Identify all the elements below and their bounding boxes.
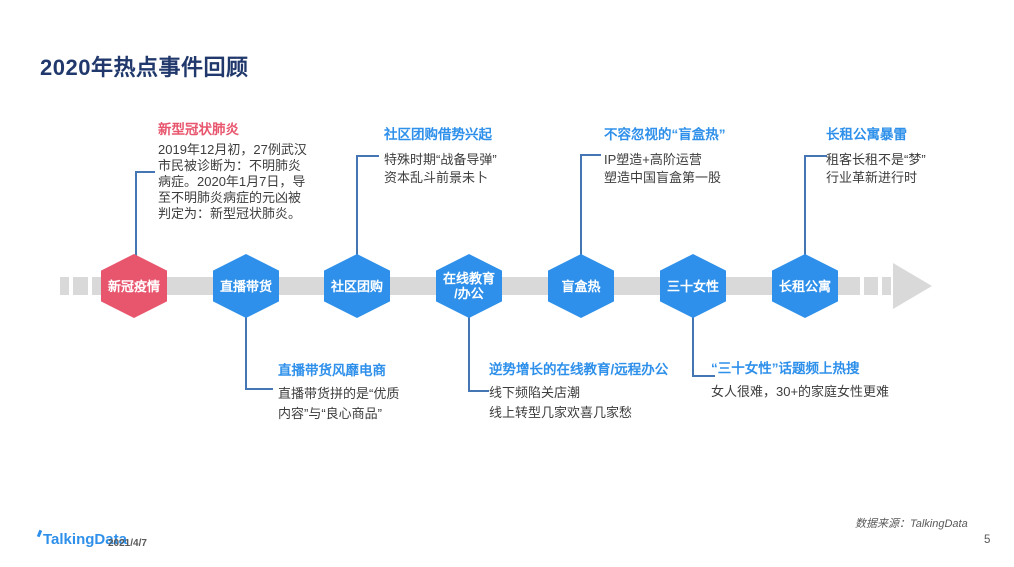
annotation-title: 长租公寓暴雷 (826, 127, 907, 142)
connector-line (245, 388, 273, 390)
timeline-node-covid: 新冠疫情 (101, 254, 167, 318)
annotation-title: 社区团购借势兴起 (384, 127, 492, 142)
page-number: 5 (984, 534, 991, 546)
timeline-dash (882, 277, 891, 295)
connector-line (468, 390, 489, 392)
connector-line (580, 154, 601, 156)
connector-line (804, 155, 827, 157)
timeline-dash (60, 277, 69, 295)
footer-date: 2021/4/7 (108, 538, 147, 549)
connector-line (135, 171, 137, 256)
annotation-apartment: 长租公寓暴雷 租客长租不是“梦” 行业革新进行时 (826, 126, 926, 186)
connector-line (468, 317, 470, 392)
annotation-title: 不容忽视的“盲盒热” (604, 127, 726, 142)
annotation-body: 特殊时期“战备导弹” 资本乱斗前景未卜 (384, 152, 497, 185)
annotation-title: “三十女性”话题频上热搜 (711, 361, 860, 376)
timeline-node-groupbuy: 社区团购 (324, 254, 390, 318)
timeline-node-blindbox: 盲盒热 (548, 254, 614, 318)
annotation-body: 女人很难，30+的家庭女性更难 (711, 384, 890, 399)
annotation-body: 2019年12月初，27例武汉 市民被诊断为：不明肺炎 病症。2020年1月7日… (158, 142, 307, 221)
timeline-dash (73, 277, 88, 295)
logo-text: TalkingData (43, 531, 127, 548)
timeline-node-online-edu: 在线教育 /办公 (436, 254, 502, 318)
annotation-body: 线下频陷关店潮 线上转型几家欢喜几家愁 (489, 385, 633, 420)
connector-line (356, 155, 379, 157)
timeline-node-livestream: 直播带货 (213, 254, 279, 318)
annotation-body: IP塑造+高阶运营 塑造中国盲盒第一股 (604, 152, 722, 185)
connector-line (245, 317, 247, 390)
page-title: 2020年热点事件回顾 (40, 55, 249, 80)
annotation-women30: “三十女性”话题频上热搜 女人很难，30+的家庭女性更难 (711, 360, 889, 402)
annotation-livestream: 直播带货风靡电商 直播带货拼的是“优质 内容”与“良心商品” (278, 362, 399, 423)
timeline-arrow-icon (893, 263, 932, 309)
annotation-title: 新型冠状肺炎 (158, 122, 239, 137)
annotation-groupbuy: 社区团购借势兴起 特殊时期“战备导弹” 资本乱斗前景未卜 (384, 126, 497, 186)
connector-line (692, 317, 694, 377)
connector-line (356, 155, 358, 256)
annotation-title: 直播带货风靡电商 (278, 363, 386, 378)
connector-line (580, 154, 582, 256)
logo-tick-icon (36, 529, 43, 538)
annotation-body: 直播带货拼的是“优质 内容”与“良心商品” (278, 386, 400, 421)
timeline-node-women30: 三十女性 (660, 254, 726, 318)
annotation-title: 逆势增长的在线教育/远程办公 (489, 362, 669, 377)
timeline-dash (864, 277, 878, 295)
annotation-covid: 新型冠状肺炎 2019年12月初，27例武汉 市民被诊断为：不明肺炎 病症。20… (158, 121, 307, 222)
timeline-node-apartment: 长租公寓 (772, 254, 838, 318)
annotation-online-edu: 逆势增长的在线教育/远程办公 线下频陷关店潮 线上转型几家欢喜几家愁 (489, 361, 668, 422)
data-source-note: 数据来源：TalkingData (855, 518, 968, 530)
connector-line (135, 171, 155, 173)
annotation-body: 租客长租不是“梦” 行业革新进行时 (826, 152, 926, 185)
connector-line (804, 155, 806, 256)
talkingdata-logo: TalkingData (36, 529, 127, 548)
annotation-blindbox: 不容忽视的“盲盒热” IP塑造+高阶运营 塑造中国盲盒第一股 (604, 126, 726, 186)
connector-line (692, 375, 715, 377)
